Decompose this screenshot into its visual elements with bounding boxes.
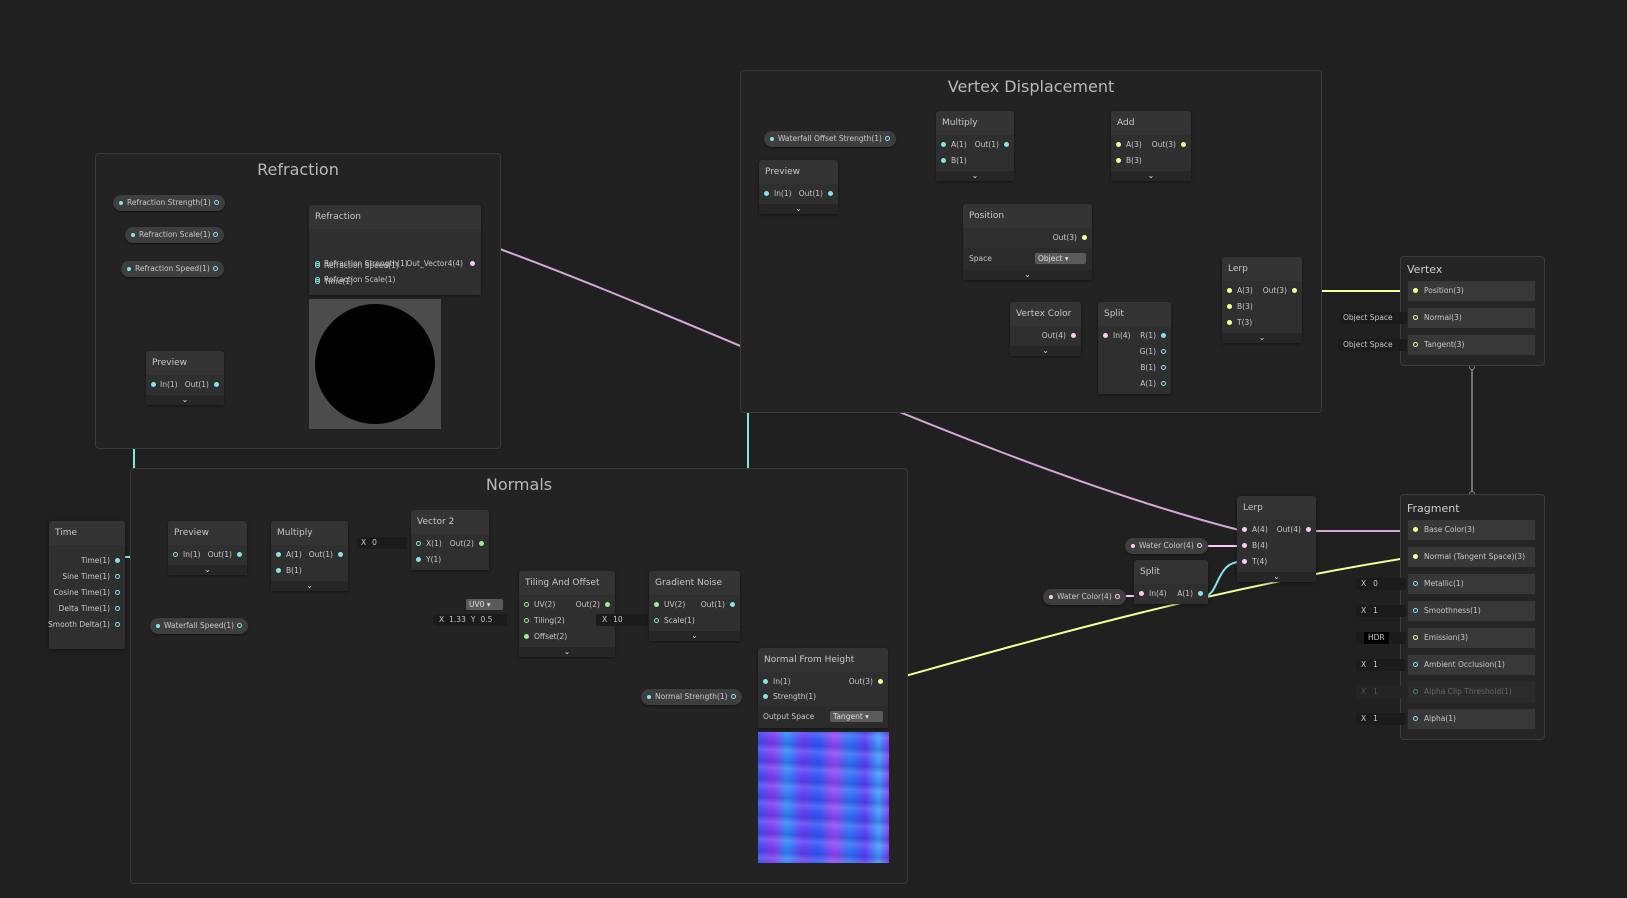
chevron-down-icon[interactable]: ⌄ [691,631,698,640]
uv-dropdown[interactable]: UV0 ▾ [466,599,503,610]
chevron-down-icon[interactable]: ⌄ [1024,270,1031,279]
port-refraction-strength[interactable]: Refraction Strength(1) [324,259,408,268]
chevron-down-icon[interactable]: ⌄ [563,647,571,656]
lerp-node-vertex[interactable]: Lerp A(3) B(3) T(3) Out(3) ⌄ [1222,257,1302,343]
vertex-color-node[interactable]: Vertex Color Out(4) ⌄ [1010,302,1081,356]
normal-map-preview-image [758,732,889,863]
slot-alpha[interactable]: Alpha(1) [1408,709,1535,729]
group-title: Refraction [257,160,339,179]
chevron-down-icon[interactable]: ⌄ [1258,333,1266,342]
refraction-preview-image [309,299,441,429]
group-title: Vertex Displacement [947,77,1115,96]
preview-node-vertex[interactable]: Preview In(1) Out(1) ⌄ [759,160,838,214]
slot-alpha-clip-threshold[interactable]: Alpha Clip Threshold(1) [1408,682,1535,702]
slot-emission[interactable]: Emission(3) [1408,628,1535,648]
chevron-down-icon[interactable]: ⌄ [204,565,211,574]
property-waterfall-speed[interactable]: Waterfall Speed(1) [150,618,249,634]
property-refraction-speed[interactable]: Refraction Speed(1) [121,261,224,277]
property-refraction-scale[interactable]: Refraction Scale(1) [125,227,225,243]
gradient-noise-node[interactable]: Gradient Noise UV(2) Scale(1) Out(1) ⌄ [649,571,740,641]
position-node[interactable]: Position Out(3) Space Object ▾ ⌄ [963,204,1092,280]
split-node-vertex[interactable]: Split In(4) R(1) G(1) B(1) A(1) [1098,302,1171,394]
chevron-down-icon[interactable]: ⌄ [1273,572,1280,581]
chevron-down-icon[interactable]: ⌄ [795,204,802,213]
chevron-down-icon[interactable]: ⌄ [1147,171,1155,180]
port-out-vector4[interactable]: Out_Vector4(4) [406,259,463,268]
chevron-down-icon[interactable]: ⌄ [971,171,979,180]
tiling-and-offset-node[interactable]: Tiling And Offset UV(2) Tiling(2) Offset… [519,571,615,657]
property-waterfall-offset-strength[interactable]: Waterfall Offset Strength(1) [764,131,896,147]
preview-node-refraction[interactable]: Preview In(1) Out(1) ⌄ [146,351,224,405]
vector2-node[interactable]: Vector 2 X(1) Y(1) Out(2) [411,510,489,570]
slot-normal[interactable]: Normal(3) [1408,308,1535,328]
normal-from-height-node[interactable]: Normal From Height In(1) Strength(1) Out… [758,648,888,728]
multiply-node-normals[interactable]: Multiply A(1) B(1) Out(1) ⌄ [271,521,348,591]
emission-input[interactable]: HDR [1356,632,1406,644]
property-normal-strength[interactable]: Normal Strength(1) [641,689,742,705]
preview-node-normals[interactable]: Preview In(1) Out(1) ⌄ [168,521,247,575]
slot-position[interactable]: Position(3) [1408,281,1535,301]
group-title: Normals [485,475,553,494]
slot-smoothness[interactable]: Smoothness(1) [1408,601,1535,621]
output-space-dropdown[interactable]: Tangent ▾ [830,711,883,722]
slot-base-color[interactable]: Base Color(3) [1408,520,1535,540]
lerp-node-color[interactable]: Lerp A(4) B(4) T(4) Out(4) ⌄ [1237,496,1316,582]
add-node[interactable]: Add A(3) B(3) Out(3) ⌄ [1111,111,1191,181]
slot-tangent[interactable]: Tangent(3) [1408,335,1535,355]
slot-ambient-occlusion[interactable]: Ambient Occlusion(1) [1408,655,1535,675]
chevron-down-icon[interactable]: ⌄ [306,581,313,590]
tangent-space-field[interactable]: Object Space [1339,339,1407,351]
node-title: Refraction [309,205,481,229]
space-dropdown[interactable]: Object ▾ [1035,253,1086,264]
port-refraction-scale[interactable]: Refraction Scale(1) [324,275,396,284]
chevron-down-icon[interactable]: ⌄ [181,395,189,404]
chevron-down-icon[interactable]: ⌄ [1042,346,1049,355]
slot-normal-tangent[interactable]: Normal (Tangent Space)(3) [1408,547,1535,567]
master-fragment-title: Fragment [1407,502,1460,515]
slot-metallic[interactable]: Metallic(1) [1408,574,1535,594]
property-refraction-strength[interactable]: Refraction Strength(1) [113,195,225,211]
property-water-color-2[interactable]: Water Color(4) [1043,589,1126,605]
property-water-color-1[interactable]: Water Color(4) [1125,538,1208,554]
port-refraction-speed[interactable]: Refraction Speed(1) [324,261,399,270]
normal-space-field[interactable]: Object Space [1339,312,1407,324]
time-node[interactable]: Time Time(1) Sine Time(1) Cosine Time(1)… [48,521,125,649]
multiply-node-vertex[interactable]: Multiply A(1) B(1) Out(1) ⌄ [936,111,1014,181]
port-time[interactable]: Time(1) [324,277,353,286]
split-node-color[interactable]: Split In(4) A(1) [1134,560,1208,604]
master-vertex-title: Vertex [1407,263,1443,276]
refraction-node[interactable]: Refraction Refraction Strength(1) Refrac… [309,205,481,295]
